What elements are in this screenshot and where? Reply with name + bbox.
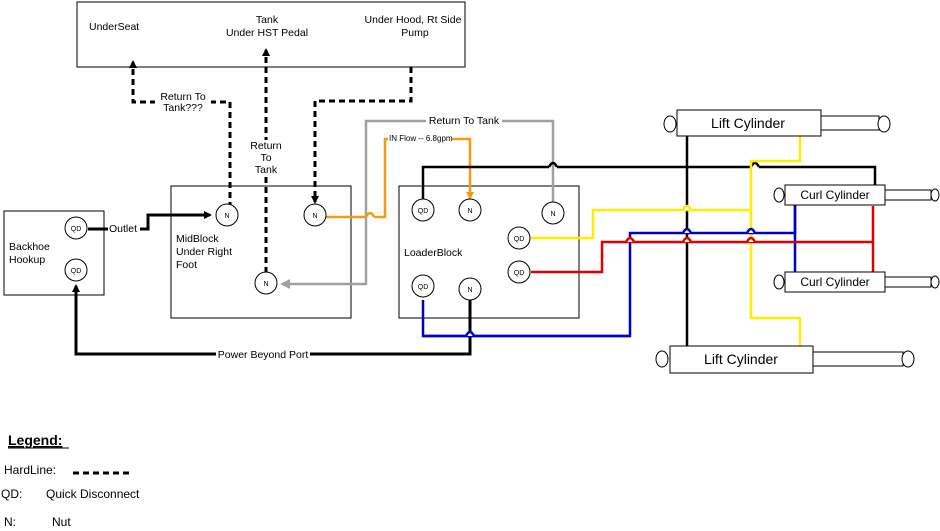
hop-red-yellow	[745, 236, 757, 243]
loader-qd-1: QD	[411, 198, 435, 222]
nut-label: N	[467, 287, 472, 294]
legend-qd-key: QD:	[1, 487, 22, 501]
loader-black-line	[421, 165, 549, 200]
backhoe-box	[3, 210, 105, 296]
loader-nut-3: N	[458, 277, 482, 301]
outlet-label: Outlet	[109, 223, 137, 235]
legend-n-value: Nut	[52, 515, 71, 529]
loader-qd-3: QD	[507, 260, 531, 284]
nut-label: N	[467, 208, 472, 215]
curl-cylinder-top-label: Curl Cylinder	[800, 188, 869, 202]
return-to-tank-line	[280, 119, 555, 289]
return-vertical-1: Return	[250, 140, 282, 152]
tank-underseat-label: UnderSeat	[89, 21, 139, 33]
qd-label: QD	[71, 226, 82, 233]
inflow-label: IN Flow -- 6.8gpm	[389, 134, 453, 143]
loader-nut-1: N	[458, 198, 482, 222]
nut-label: N	[312, 213, 317, 220]
backhoe-qd-bottom: QD	[64, 258, 88, 282]
loader-qd-4: QD	[411, 274, 435, 298]
curl-cylinder-top: Curl Cylinder	[773, 184, 940, 206]
qd-label: QD	[514, 270, 525, 277]
qd-label: QD	[71, 268, 82, 275]
nut-label: N	[224, 213, 229, 220]
nut-label: N	[263, 281, 268, 288]
yellow-line-2	[749, 210, 802, 347]
backhoe-label-1: Backhoe	[9, 241, 50, 253]
lift-cylinder-top-label: Lift Cylinder	[711, 115, 785, 131]
legend-n-key: N:	[4, 515, 16, 529]
loader-nut-2: N	[541, 201, 565, 225]
backhoe-label-2: Hookup	[9, 254, 45, 266]
hop-red-blue	[624, 236, 636, 243]
backhoe-qd-top: QD	[64, 216, 88, 240]
loader-black-line-3	[759, 165, 877, 185]
return-vertical-3: Tank	[255, 164, 278, 176]
midblock-nut-2: N	[303, 203, 327, 227]
midblock-label-3: Foot	[176, 259, 197, 271]
loaderblock-label: LoaderBlock	[404, 247, 463, 259]
legend-qd-value: Quick Disconnect	[46, 487, 140, 501]
hop-blue-black	[681, 227, 693, 234]
hop-red-black	[681, 236, 693, 243]
hardline-pump	[311, 67, 413, 204]
tank-box	[76, 1, 466, 68]
curl-cylinder-bottom-label: Curl Cylinder	[800, 275, 869, 289]
red-line	[531, 240, 873, 274]
return-tank-question-2: Tank???	[163, 102, 203, 114]
nut-label: N	[550, 211, 555, 218]
qd-label: QD	[418, 208, 429, 215]
tank-hood-label-1: Under Hood, Rt Side	[365, 14, 462, 26]
hop-yellow-black	[681, 204, 693, 211]
tank-label-1: Tank	[256, 14, 279, 26]
lift-cylinder-bottom-label: Lift Cylinder	[704, 351, 778, 367]
return-to-tank-label: Return To Tank	[429, 115, 500, 127]
inflow-line-2	[374, 137, 474, 219]
return-vertical-2: To	[260, 152, 271, 164]
inflow-hop	[364, 211, 376, 218]
hop-blue-powerbeyond	[464, 330, 476, 337]
tank-label-2: Under HST Pedal	[226, 27, 308, 39]
legend-title: Legend:	[8, 432, 62, 448]
lift-cylinder-bottom: Lift Cylinder	[655, 345, 915, 374]
qd-label: QD	[418, 284, 429, 291]
loader-qd-2: QD	[507, 226, 531, 250]
loader-black-hop	[547, 161, 559, 168]
midblock-label-2: Under Right	[176, 246, 232, 258]
midblock-nut-3: N	[254, 271, 278, 295]
power-beyond-label: Power Beyond Port	[218, 349, 309, 361]
hop-blue-yellow	[745, 227, 757, 234]
midblock-nut-1: N	[215, 203, 239, 227]
return-tank-question-1: Return To	[160, 91, 205, 103]
curl-cylinder-bottom: Curl Cylinder	[773, 271, 940, 293]
tank-hood-label-2: Pump	[401, 27, 429, 39]
lift-cylinder-top: Lift Cylinder	[663, 109, 891, 137]
qd-label: QD	[514, 236, 525, 243]
midblock-label-1: MidBlock	[176, 233, 219, 245]
legend-hardline-label: HardLine:	[4, 463, 56, 477]
